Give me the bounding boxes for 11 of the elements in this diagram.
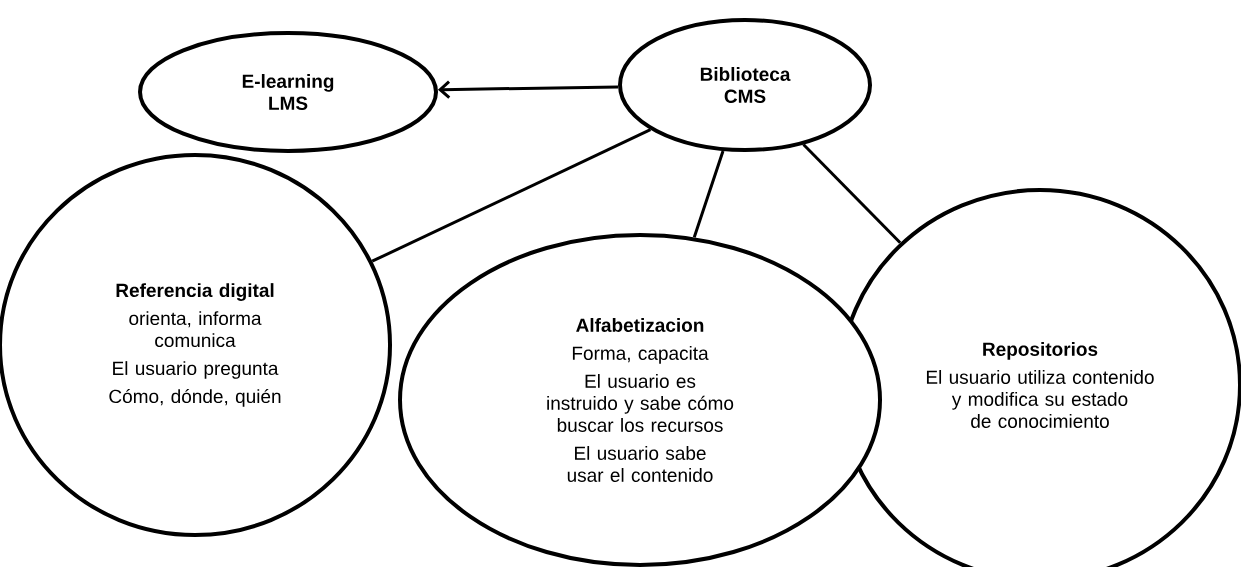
circle-node: Alfabetizacion Forma, capacita El usuario es instruido y sabe cómo buscar los recursos El usuario sabe usar el contenido (398, 233, 882, 567)
node-label: El usuario sabe usar el contenido (567, 446, 713, 482)
node-label: El usuario es instruido y sabe cómo buscar los recursos (547, 374, 734, 432)
connector (802, 143, 902, 244)
node-label: Alfabetizacion (576, 318, 704, 332)
connector (692, 150, 725, 238)
ellipse-node: Biblioteca CMS (618, 18, 872, 152)
connector (437, 80, 619, 99)
ellipse-node: E-learning LMS (138, 31, 438, 153)
node-label: Forma, capacita (572, 346, 709, 364)
connector (371, 128, 652, 263)
